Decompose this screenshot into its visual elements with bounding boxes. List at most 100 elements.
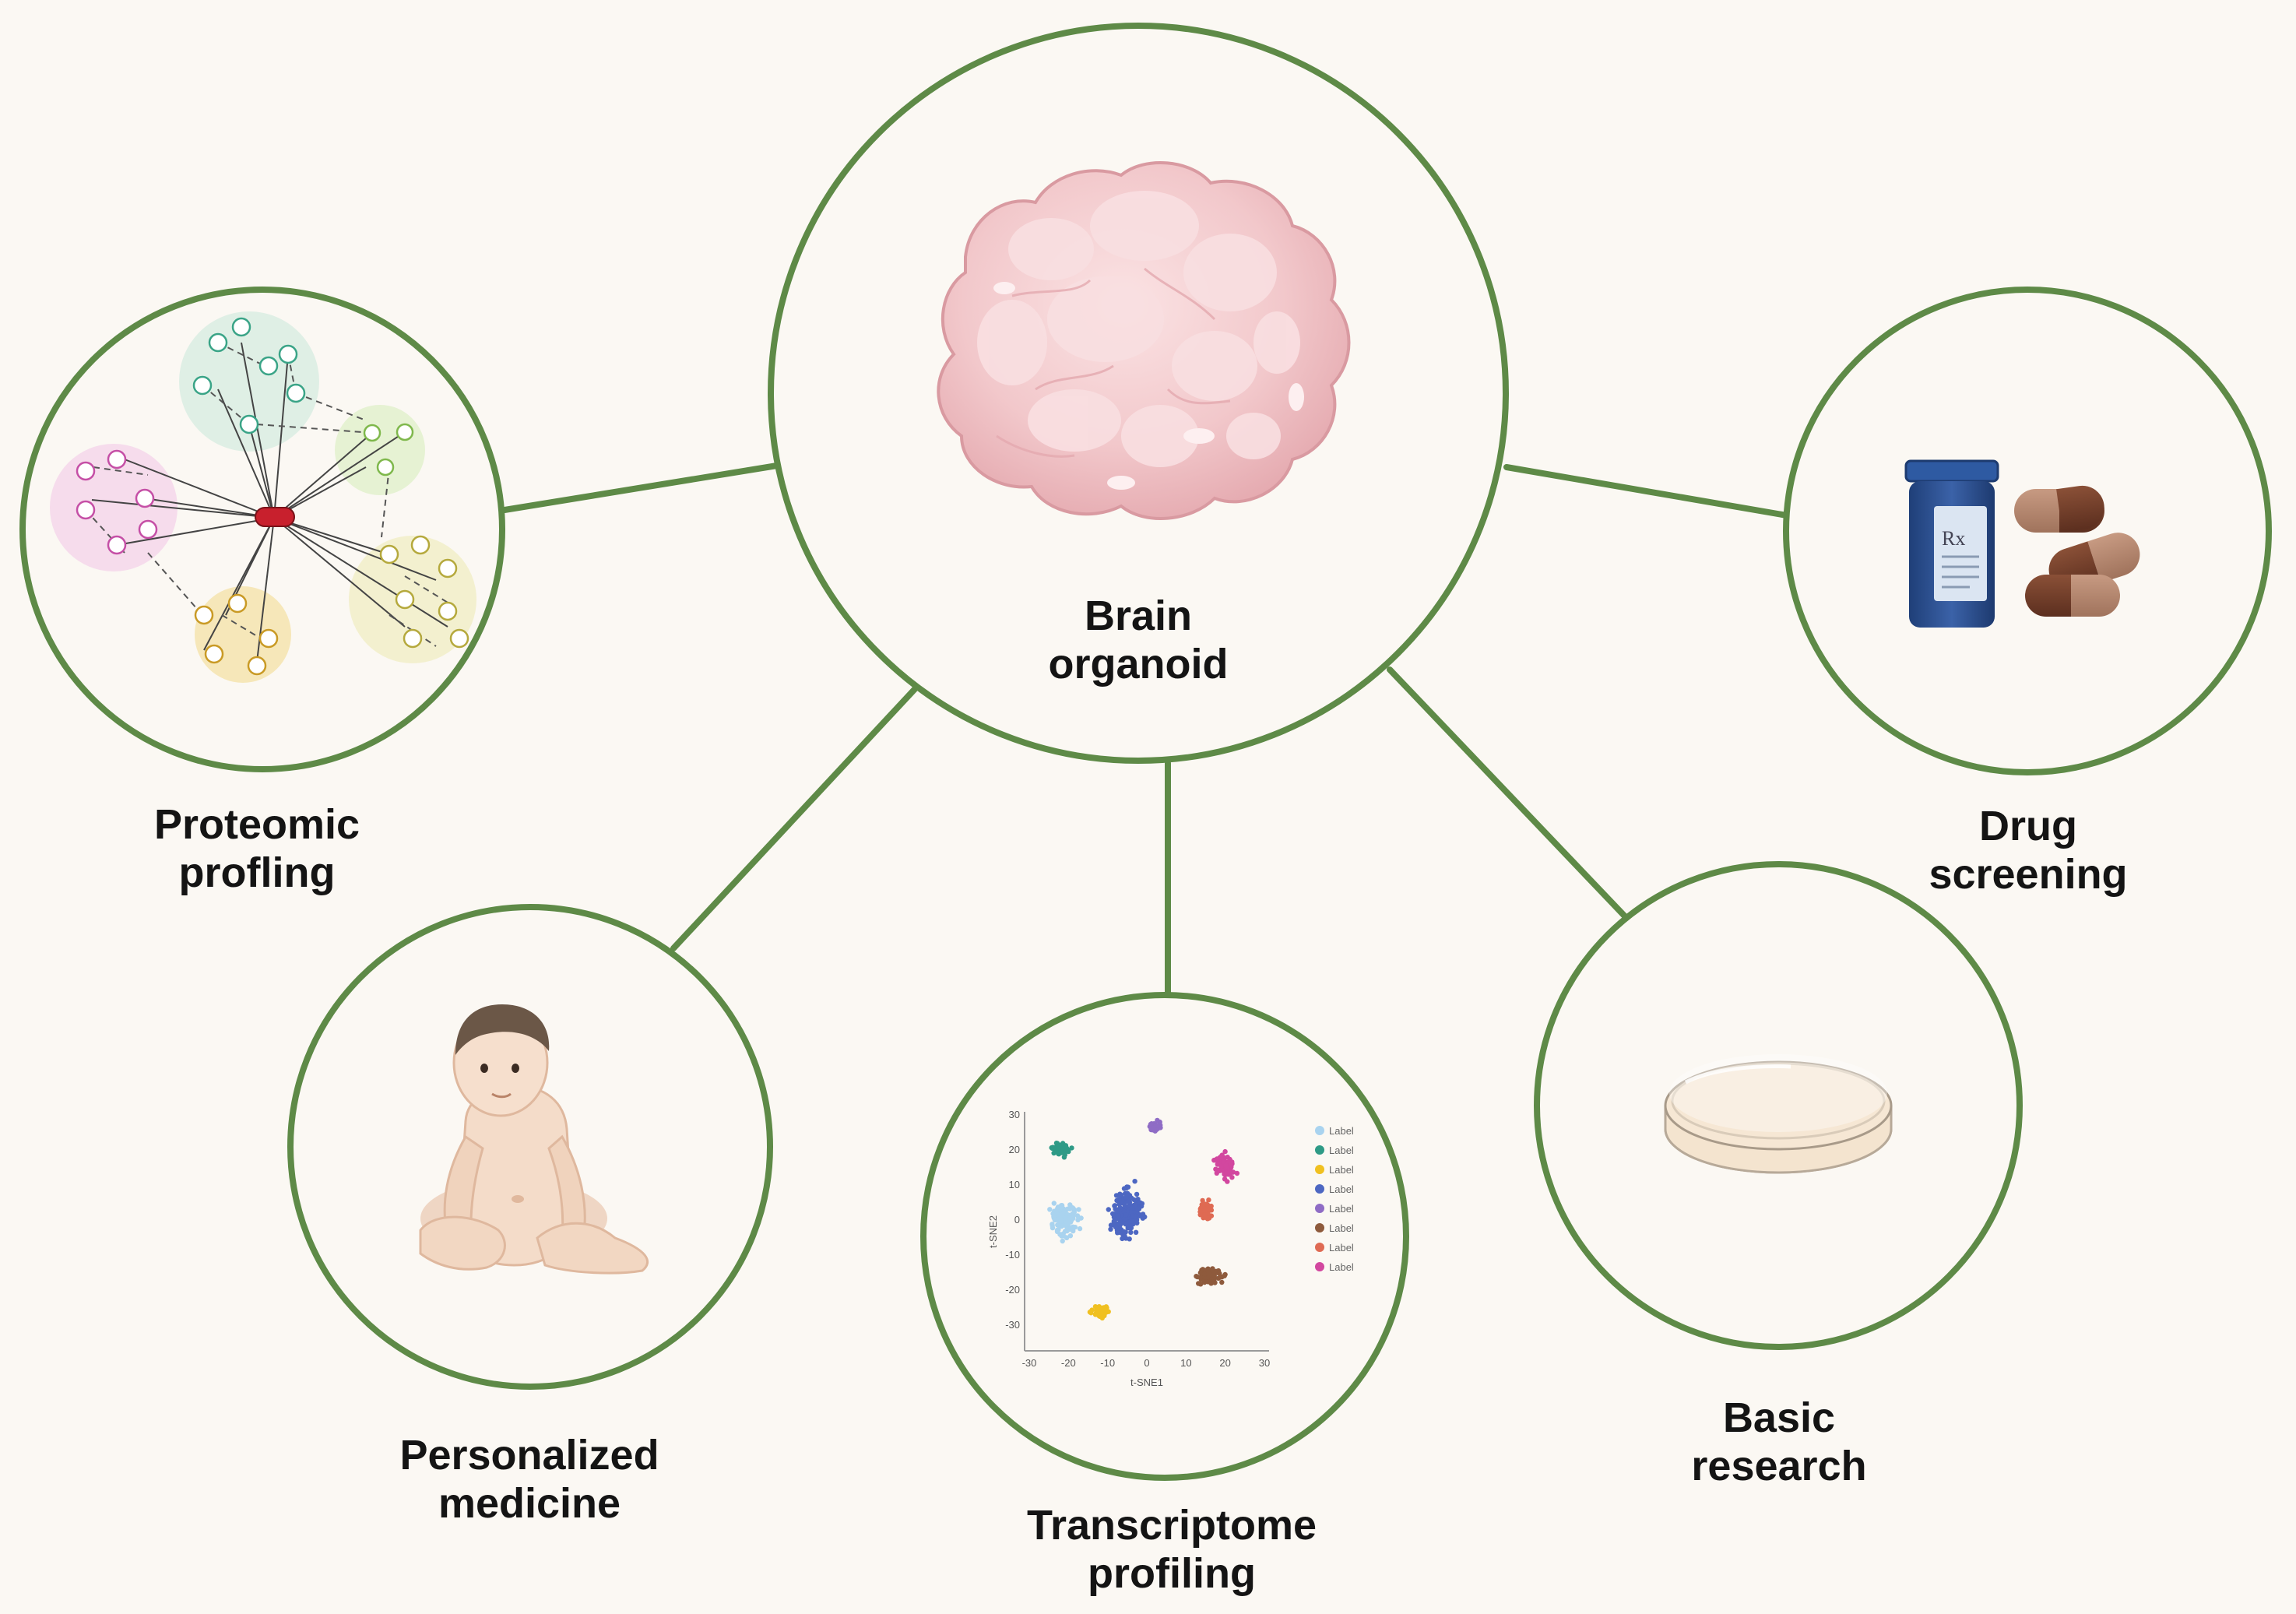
tsne-point — [1060, 1238, 1065, 1244]
tsne-point — [1097, 1313, 1102, 1319]
tsne-point — [1047, 1207, 1053, 1212]
tsne-point — [1051, 1214, 1057, 1220]
tsne-point — [1133, 1214, 1138, 1219]
tsne-clusters — [1047, 1117, 1240, 1321]
center-label-line2: organoid — [1048, 641, 1229, 687]
tsne-x-tick-label: 30 — [1259, 1357, 1270, 1369]
tsne-point — [1111, 1218, 1117, 1224]
tsne-point — [1150, 1125, 1156, 1131]
tsne-point — [1123, 1221, 1129, 1227]
personalized-label-line1: Personalized — [399, 1432, 659, 1479]
tsne-point — [1116, 1213, 1121, 1218]
connector-drug — [1503, 464, 1790, 519]
tsne-point — [1055, 1222, 1060, 1228]
tsne-point — [1201, 1271, 1208, 1277]
tsne-point — [1087, 1310, 1093, 1315]
tsne-point — [1064, 1222, 1070, 1228]
tsne-point — [1123, 1229, 1128, 1235]
tsne-point — [1155, 1123, 1160, 1128]
tsne-legend-label: Label — [1329, 1125, 1354, 1137]
proteomic-label-line2: profling — [178, 849, 336, 896]
tsne-point — [1055, 1146, 1061, 1152]
tsne-point — [1197, 1275, 1204, 1281]
tsne-point — [1097, 1306, 1102, 1312]
tsne-point — [1222, 1148, 1228, 1155]
tsne-point — [1118, 1193, 1123, 1199]
tsne-point — [1060, 1145, 1065, 1151]
tsne-point — [1123, 1212, 1129, 1218]
tsne-point — [1058, 1218, 1064, 1224]
tsne-point — [1228, 1170, 1234, 1176]
tsne-point — [1206, 1197, 1211, 1203]
tsne-point — [1215, 1156, 1221, 1162]
tsne-point — [1224, 1170, 1229, 1176]
tsne-x-axis-title: t-SNE1 — [1130, 1377, 1163, 1388]
tsne-point — [1201, 1201, 1207, 1207]
tsne-legend-label: Label — [1329, 1261, 1354, 1273]
tsne-point — [1223, 1162, 1229, 1169]
tsne-point — [1217, 1275, 1223, 1280]
tsne-point — [1127, 1236, 1132, 1242]
tsne-point — [1056, 1227, 1061, 1232]
transcriptome-label-line2: profiling — [1088, 1550, 1256, 1597]
tsne-point — [1219, 1279, 1225, 1285]
tsne-legend-label: Label — [1329, 1145, 1354, 1156]
connector-basic — [1387, 666, 1630, 922]
tsne-point — [1208, 1281, 1214, 1286]
tsne-point — [1213, 1166, 1218, 1172]
tsne-legend-swatch — [1315, 1184, 1324, 1194]
tsne-y-tick-label: 10 — [1009, 1179, 1020, 1190]
drug-label: Drug screening — [1884, 802, 2172, 898]
tsne-point — [1113, 1224, 1119, 1230]
basic-label-line1: Basic — [1722, 1394, 1836, 1441]
tsne-y-tick-label: -30 — [1005, 1319, 1020, 1331]
rx-symbol: Rx — [1942, 527, 1965, 550]
tsne-point — [1200, 1267, 1206, 1272]
tsne-point — [1122, 1233, 1127, 1239]
tsne-point — [1128, 1218, 1134, 1224]
drug-label-line2: screening — [1929, 851, 2128, 898]
tsne-point — [1076, 1207, 1081, 1212]
tsne-y-tick-label: -10 — [1005, 1249, 1020, 1261]
tsne-point — [1137, 1200, 1143, 1205]
tsne-x-tick-label: 10 — [1180, 1357, 1191, 1369]
tsne-legend-label: Label — [1329, 1242, 1354, 1254]
tsne-point — [1059, 1223, 1064, 1229]
basic-label: Basic research — [1635, 1394, 1923, 1490]
tsne-x-tick-label: 0 — [1144, 1357, 1149, 1369]
basic-label-line2: research — [1691, 1443, 1867, 1489]
tsne-point — [1067, 1233, 1074, 1239]
center-label-line1: Brain — [1084, 593, 1193, 639]
tsne-y-tick-label: -20 — [1005, 1284, 1020, 1296]
tsne-point — [1219, 1168, 1225, 1173]
tsne-point — [1210, 1266, 1215, 1271]
tsne-x-tick-label: 20 — [1219, 1357, 1230, 1369]
tsne-point — [1132, 1179, 1137, 1184]
tsne-point — [1055, 1206, 1060, 1211]
tsne-point — [1155, 1117, 1160, 1123]
tsne-point — [1075, 1217, 1081, 1223]
tsne-point — [1212, 1280, 1218, 1285]
tsne-point — [1061, 1208, 1067, 1215]
tsne-point — [1125, 1198, 1131, 1204]
tsne-point — [1102, 1313, 1107, 1319]
tsne-point — [1197, 1282, 1204, 1287]
tsne-point — [1049, 1145, 1054, 1151]
protein-network-icon — [50, 311, 476, 683]
tsne-point — [1127, 1224, 1133, 1230]
tsne-point — [1067, 1215, 1073, 1221]
tsne-point — [1077, 1225, 1083, 1232]
tsne-point — [1119, 1201, 1125, 1206]
tsne-legend-swatch — [1315, 1243, 1324, 1252]
drug-label-line1: Drug — [1979, 803, 2077, 849]
tsne-point — [1104, 1305, 1109, 1311]
tsne-point — [1061, 1155, 1067, 1160]
tsne-point — [1134, 1191, 1140, 1197]
tsne-legend-swatch — [1315, 1145, 1324, 1155]
baby-icon — [419, 1004, 649, 1275]
capsule-top — [2014, 485, 2104, 533]
